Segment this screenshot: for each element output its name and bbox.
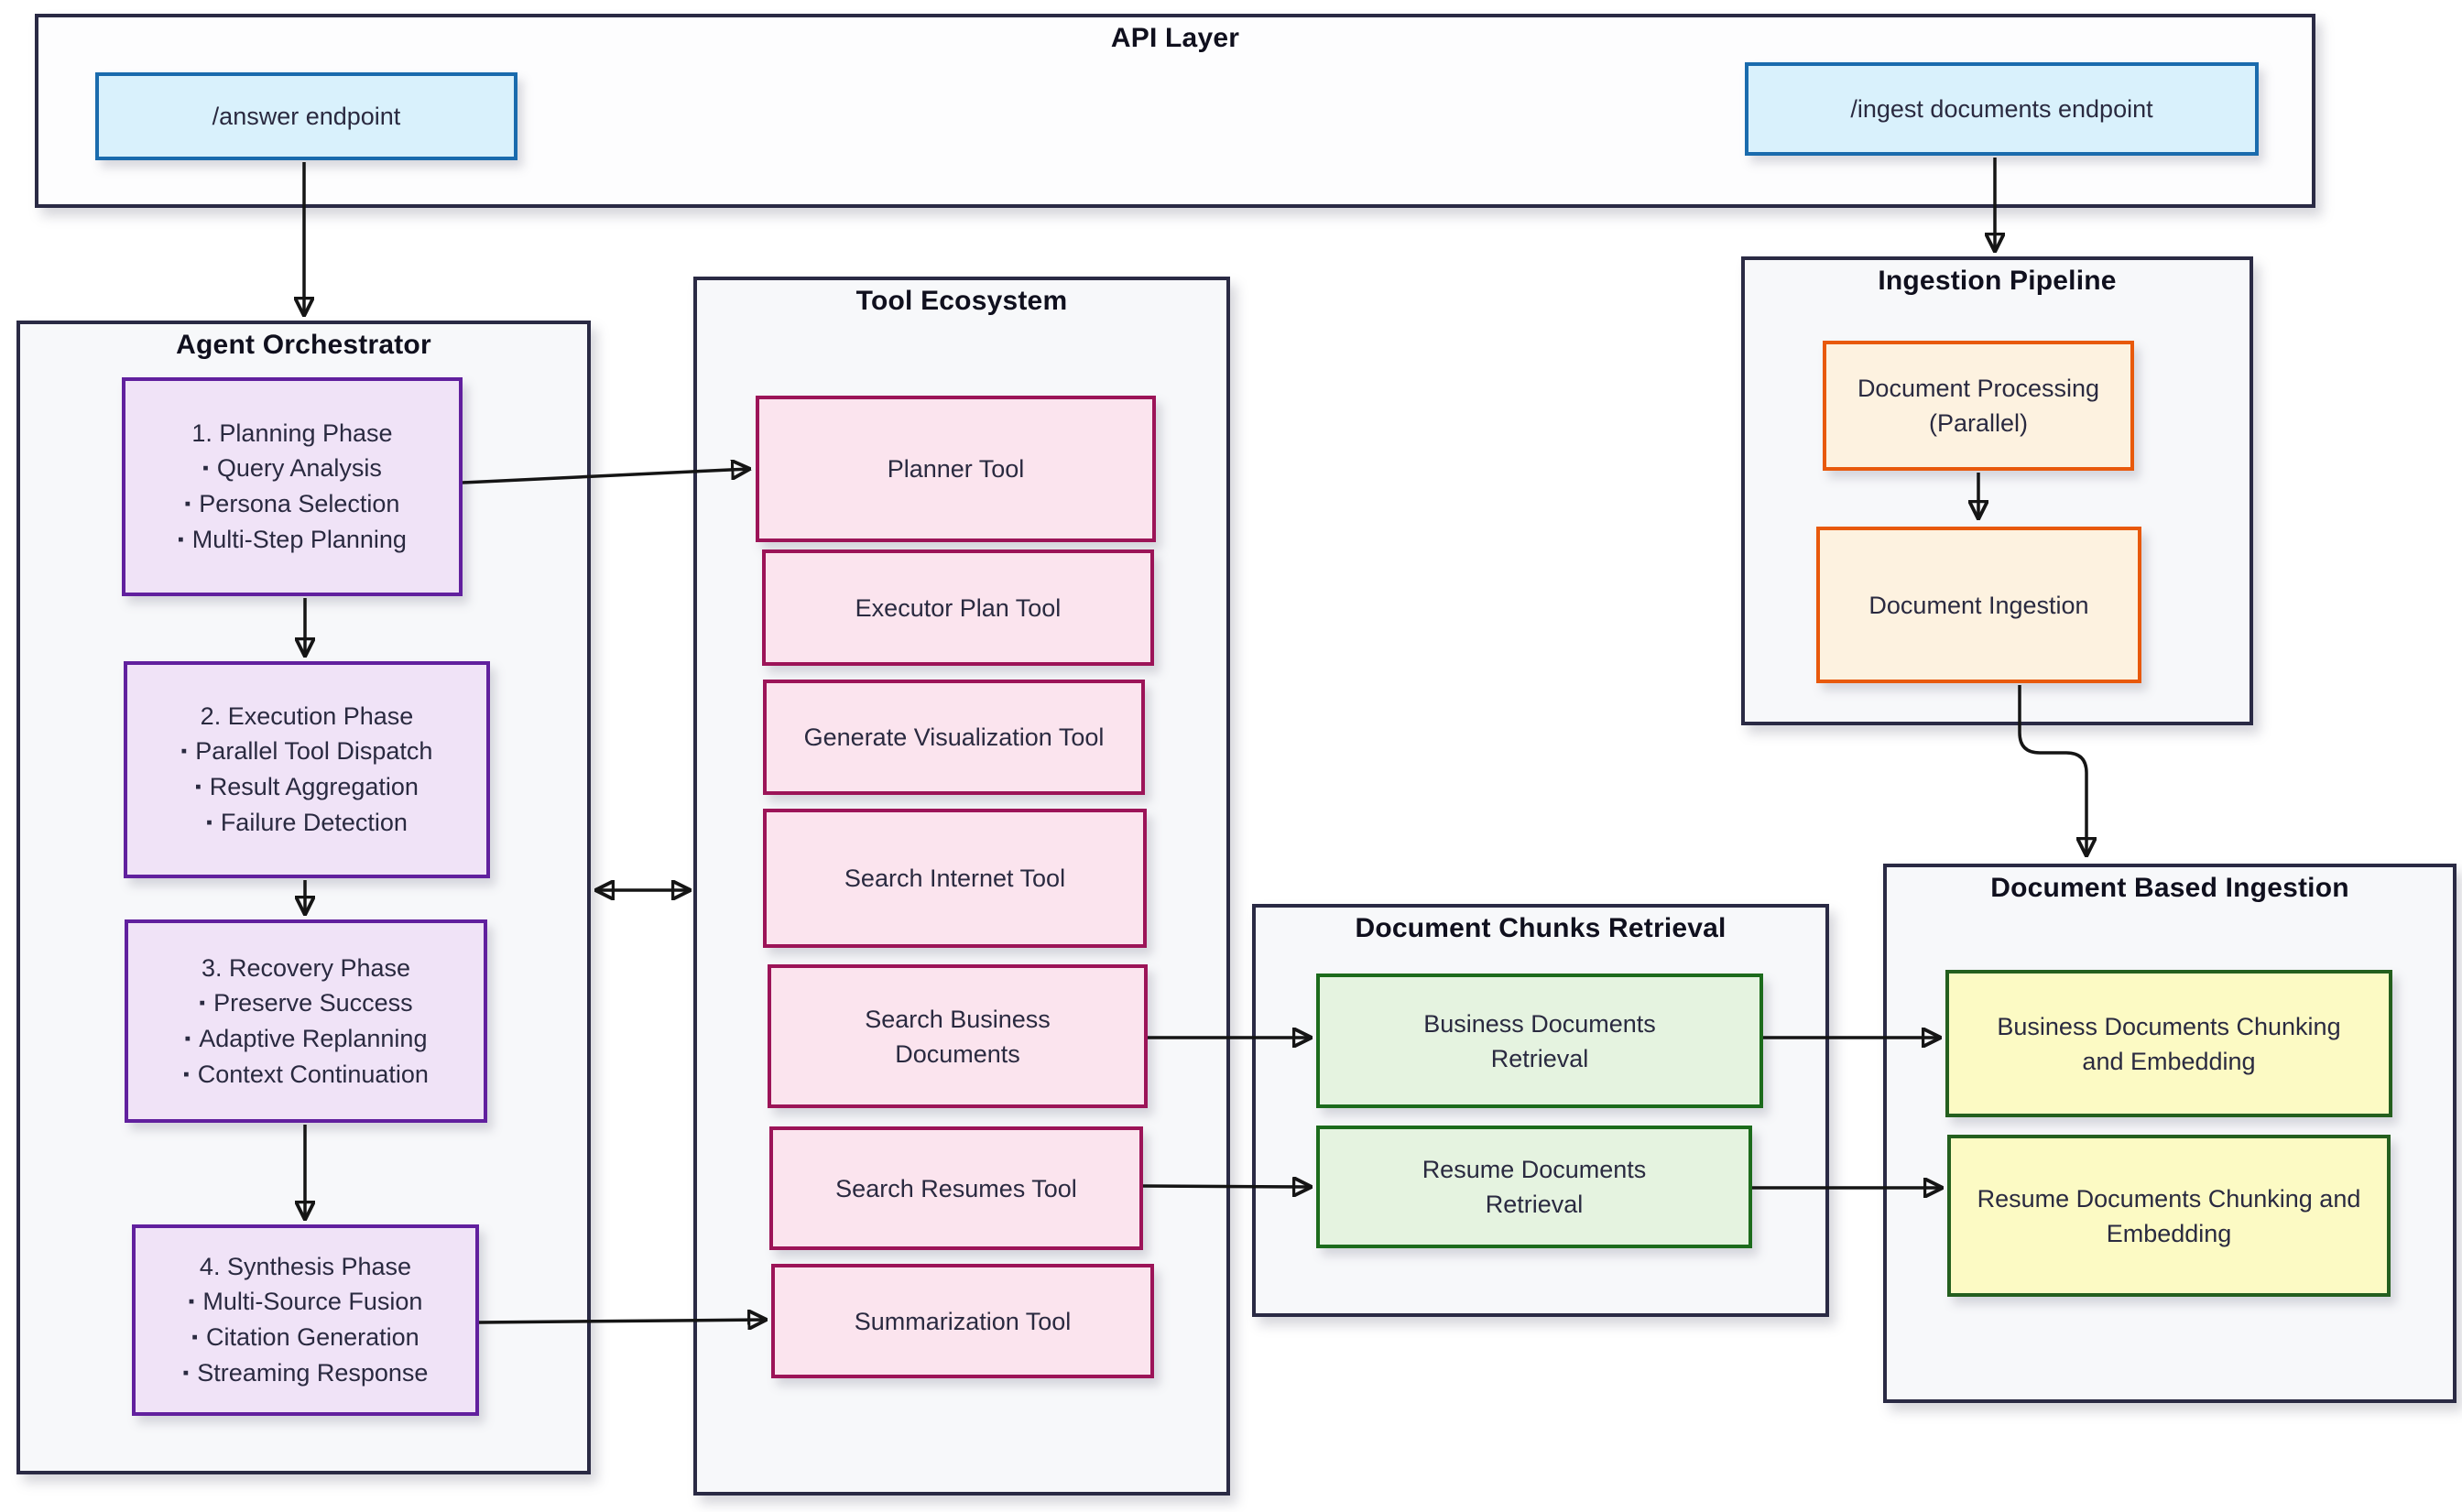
bullet-icon: ▪ [184,495,191,514]
executor-plan-tool-node: Executor Plan Tool [762,549,1154,666]
tool-ecosystem-title: Tool Ecosystem [855,286,1068,316]
bullet-icon: ▪ [202,459,209,478]
resume-documents-chunking-node: Resume Documents Chunking and Embedding [1947,1135,2391,1297]
ingestion-pipeline-title: Ingestion Pipeline [1878,266,2117,296]
answer-endpoint-node: /answer endpoint [95,72,517,160]
document-chunks-retrieval-container: Document Chunks Retrieval [1252,904,1829,1317]
planning-phase-node: 1. Planning Phase ▪Query Analysis ▪Perso… [122,377,463,596]
answer-endpoint-label: /answer endpoint [212,103,401,130]
bullet-icon: ▪ [180,742,188,761]
bullet-icon: ▪ [199,993,206,1013]
generate-visualization-tool-node: Generate Visualization Tool [763,680,1145,795]
api-layer-title: API Layer [1110,23,1240,53]
recovery-phase-node: 3. Recovery Phase ▪Preserve Success ▪Ada… [125,919,487,1123]
bullet-icon: ▪ [188,1292,195,1311]
ingest-documents-endpoint-node: /ingest documents endpoint [1745,62,2259,156]
ingest-documents-endpoint-label: /ingest documents endpoint [1850,95,2153,123]
document-based-ingestion-title: Document Based Ingestion [1990,873,2349,903]
execution-phase-node: 2. Execution Phase ▪Parallel Tool Dispat… [124,661,490,878]
bullet-icon: ▪ [184,1028,191,1049]
synthesis-phase-node: 4. Synthesis Phase ▪Multi-Source Fusion … [132,1224,479,1416]
bullet-icon: ▪ [191,1328,199,1347]
document-ingestion-node: Document Ingestion [1816,527,2141,683]
bullet-icon: ▪ [206,813,212,832]
search-business-documents-node: Search Business Documents [768,964,1148,1108]
bullet-icon: ▪ [183,1064,190,1084]
business-documents-chunking-node: Business Documents Chunking and Embeddin… [1945,970,2392,1117]
document-based-ingestion-container: Document Based Ingestion [1883,864,2457,1403]
business-documents-retrieval-node: Business Documents Retrieval [1316,974,1763,1108]
search-internet-tool-node: Search Internet Tool [763,809,1147,948]
summarization-tool-node: Summarization Tool [771,1264,1154,1378]
resume-documents-retrieval-node: Resume Documents Retrieval [1316,1126,1752,1248]
document-chunks-retrieval-title: Document Chunks Retrieval [1355,913,1727,943]
bullet-icon: ▪ [182,1364,190,1383]
search-resumes-tool-node: Search Resumes Tool [769,1126,1143,1250]
document-processing-node: Document Processing (Parallel) [1823,341,2134,471]
bullet-icon: ▪ [178,530,184,549]
bullet-icon: ▪ [195,778,202,797]
planner-tool-node: Planner Tool [756,396,1156,542]
agent-orchestrator-title: Agent Orchestrator [176,330,431,360]
